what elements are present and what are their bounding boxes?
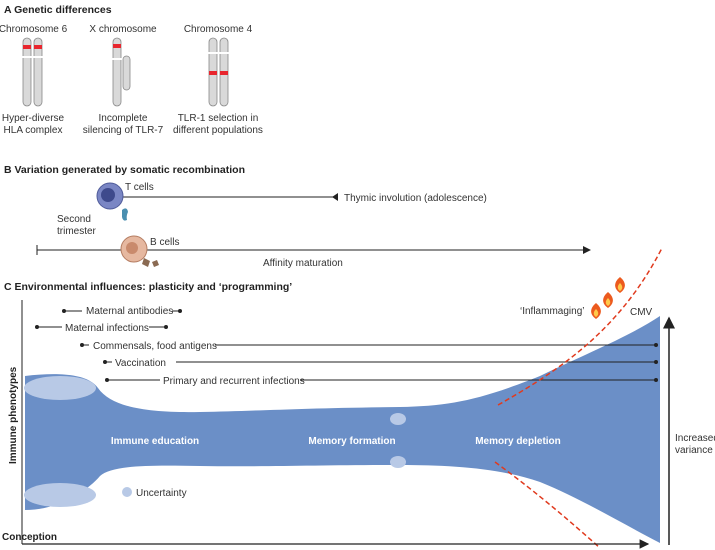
section-a-header: A Genetic differences <box>4 4 112 16</box>
uncertainty-ellipse-top <box>24 376 96 400</box>
vaccination-label: Vaccination <box>115 358 166 369</box>
flame-icon <box>603 292 613 308</box>
tcell-receptor-icon <box>122 208 128 221</box>
phase-memory-depletion: Memory depletion <box>475 436 561 447</box>
tcells-label: T cells <box>125 182 154 193</box>
influence-commensals <box>80 338 658 351</box>
influence-maternal-infections <box>35 320 168 333</box>
chromosome-4: Chromosome 4 TLR-1 selection in differen… <box>173 24 263 136</box>
influence-vaccination <box>103 355 658 368</box>
influence-primary-infections <box>105 373 658 386</box>
chromosome-4-caption-2: different populations <box>173 125 263 136</box>
bcell-icon <box>120 235 159 267</box>
chromosome-6: Chromosome 6 Hyper-diverse HLA complex <box>0 24 68 136</box>
hla-band-left <box>23 45 31 49</box>
chromosome-6-caption-1: Hyper-diverse <box>2 113 65 124</box>
second-trimester-line-1: Second <box>57 214 91 225</box>
hla-band-right <box>34 45 42 49</box>
increased-variance-line-1: Increased <box>675 433 715 444</box>
x-chromosome-caption-1: Incomplete <box>99 113 148 124</box>
tlr1-band-left <box>209 71 217 75</box>
chromatid-left <box>22 37 32 107</box>
increased-variance-line-2: variance <box>675 445 713 456</box>
y-axis-label: Immune phenotypes <box>8 366 19 464</box>
bcells-label: B cells <box>150 237 179 248</box>
section-c-header: C Environmental influences: plasticity a… <box>4 281 292 293</box>
uncertainty-ellipse-bottom <box>24 483 96 507</box>
centromere <box>208 52 229 54</box>
x-chromatid <box>112 37 122 107</box>
maternal-infections-label: Maternal infections <box>65 323 149 334</box>
maternal-antibodies-label: Maternal antibodies <box>86 306 173 317</box>
x-centromere <box>112 58 122 60</box>
chromosome-4-caption-1: TLR-1 selection in <box>178 113 259 124</box>
flame-icon <box>591 303 601 319</box>
inflammaging-curve-lower <box>494 461 601 549</box>
inflammaging-curve-upper <box>497 247 663 406</box>
x-chromosome-caption-2: silencing of TLR-7 <box>83 125 164 136</box>
inflammaging-label: ‘Inflammaging’ <box>520 306 584 317</box>
chromosome-6-title: Chromosome 6 <box>0 24 68 35</box>
phase-immune-education: Immune education <box>111 436 199 447</box>
affinity-maturation-label: Affinity maturation <box>263 258 343 269</box>
x-axis-label: Conception <box>2 532 57 543</box>
chromosome-4-title: Chromosome 4 <box>184 24 253 35</box>
thymic-involution-label: Thymic involution (adolescence) <box>344 193 487 204</box>
primary-infections-label: Primary and recurrent infections <box>163 376 305 387</box>
tlr7-band <box>113 44 121 48</box>
chromatid-right <box>33 37 43 107</box>
centromere <box>22 56 43 58</box>
uncertainty-ellipse-mid-bottom <box>390 456 406 468</box>
x-chromosome: X chromosome Incomplete silencing of TLR… <box>83 24 164 136</box>
tcell-icon <box>96 182 128 221</box>
cmv-label: CMV <box>630 307 653 318</box>
second-trimester-line-2: trimester <box>57 226 97 237</box>
thymic-involution-marker <box>332 193 338 201</box>
phase-memory-formation: Memory formation <box>308 436 395 447</box>
uncertainty-ellipse-mid-top <box>390 413 406 425</box>
influence-maternal-antibodies <box>62 304 182 317</box>
flame-icon <box>615 277 625 293</box>
commensals-label: Commensals, food antigens <box>93 341 217 352</box>
uncertainty-legend-label: Uncertainty <box>136 488 187 499</box>
tlr1-band-right <box>220 71 228 75</box>
y-chromosome <box>122 55 131 91</box>
x-chromosome-title: X chromosome <box>89 24 157 35</box>
immune-phenotype-funnel <box>25 316 660 543</box>
antibody-icon <box>142 258 159 267</box>
uncertainty-legend-swatch <box>122 487 132 497</box>
chromosome-6-caption-2: HLA complex <box>4 125 63 136</box>
section-b-header: B Variation generated by somatic recombi… <box>4 164 245 176</box>
